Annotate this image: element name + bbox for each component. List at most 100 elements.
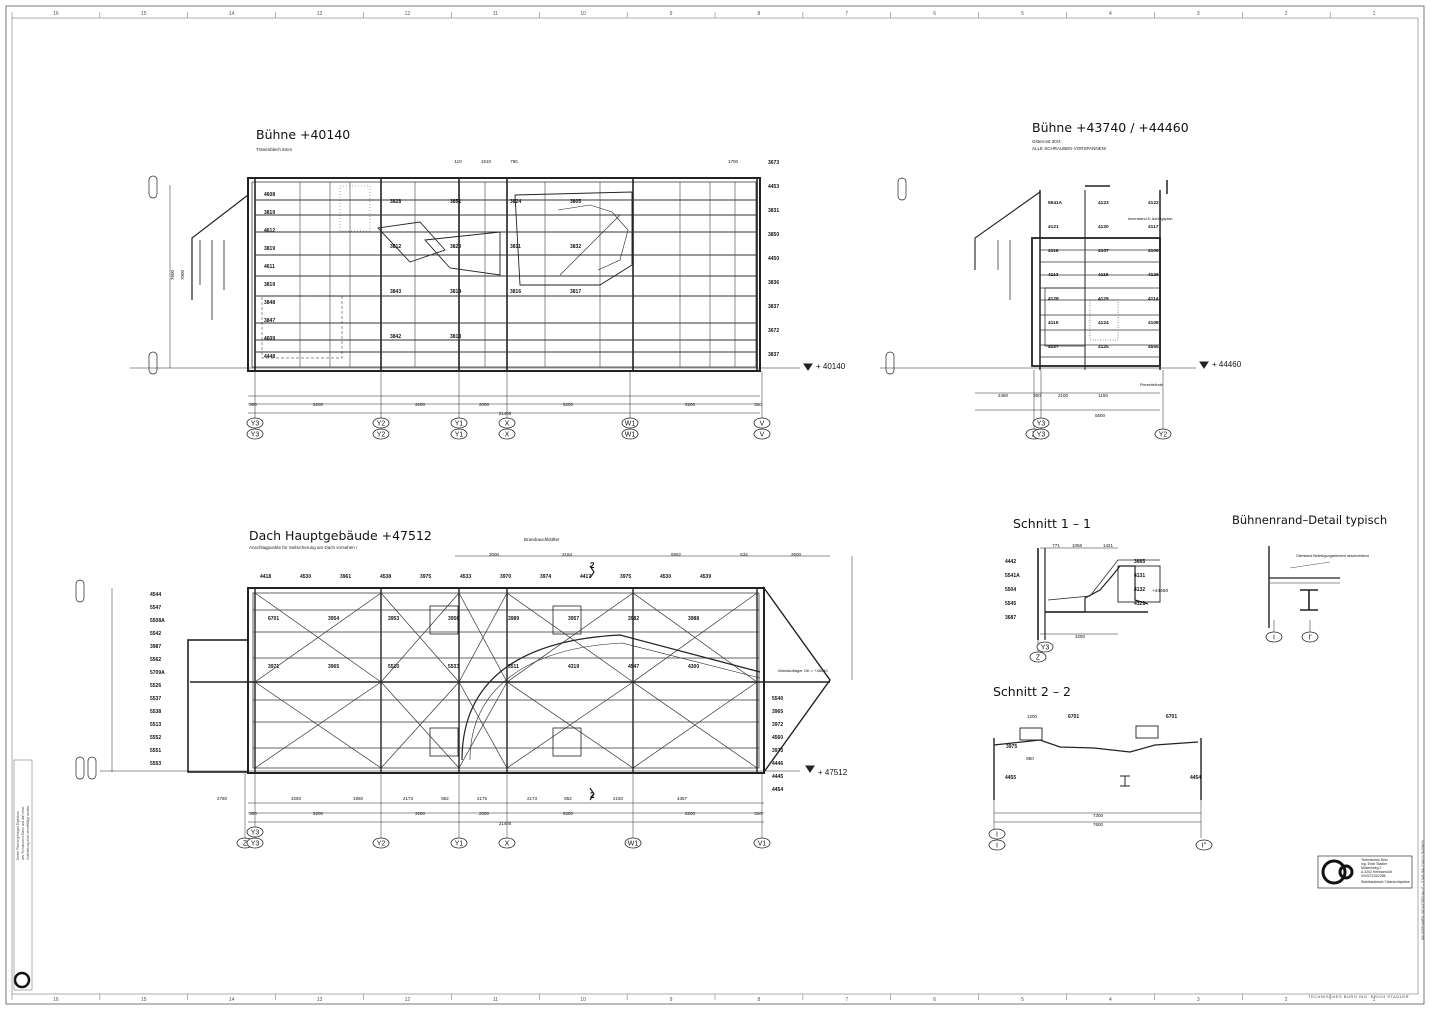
upper-cantilever bbox=[974, 191, 1041, 270]
upper-note: Innenwand 8. Aufzugsplan bbox=[1128, 217, 1173, 221]
member-tag: 3814 bbox=[450, 289, 461, 295]
stair-diagonal bbox=[559, 214, 621, 276]
detail-axis-label-left-bubble bbox=[1265, 631, 1283, 643]
roof-member-tag: 5513 bbox=[150, 722, 161, 728]
axis-label-v-bubble bbox=[753, 428, 771, 440]
s2-hood-left bbox=[1019, 727, 1043, 741]
upper-sub-dimension: 1150 bbox=[1098, 393, 1108, 398]
detail-note: Oberstand Befestigungselement abschneide… bbox=[1296, 554, 1369, 558]
roof-bottom-dimension: 3250 bbox=[291, 796, 302, 801]
roof-bottom-dimension: 2150 bbox=[613, 796, 624, 801]
s2-member-tag: 6701 bbox=[1068, 714, 1079, 720]
sub-dimension: 2000 bbox=[479, 402, 490, 407]
level-label-40140: + 40140 bbox=[816, 362, 846, 371]
s2-member-tag: 3975 bbox=[1006, 744, 1017, 750]
upper-sub-dimension: 2100 bbox=[1058, 393, 1069, 398]
view-title-schnitt-1: Schnitt 1 – 1 bbox=[1013, 516, 1092, 531]
upper-platform-beams bbox=[1040, 249, 1160, 358]
roof-annex-outline bbox=[187, 639, 249, 773]
roof-axis-leaders bbox=[244, 773, 763, 838]
s2-roof-profile bbox=[993, 739, 1199, 753]
roof-member-tag: 5542 bbox=[150, 631, 161, 637]
roof-brace bbox=[380, 681, 460, 769]
roof-member-tag: 4445 bbox=[772, 774, 783, 780]
roof-brace bbox=[254, 592, 382, 683]
axis-label-w1-bubble bbox=[621, 428, 639, 440]
section-mark-top bbox=[148, 175, 158, 199]
s1-member-tag: 3687 bbox=[1005, 615, 1016, 621]
member-tag: 4608 bbox=[264, 192, 275, 198]
monorail-curve bbox=[461, 634, 761, 761]
roof-axis-label-y3: Y3 bbox=[251, 841, 260, 848]
s2-axis-label-left-upper: I bbox=[996, 832, 998, 839]
roof-member-tag: 5551 bbox=[150, 748, 161, 754]
title-block-line-1: Technisches Büro bbox=[1361, 858, 1388, 862]
grid-label-bottom: 15 bbox=[141, 997, 147, 1003]
roof-bottom-dimension: 852 bbox=[564, 796, 572, 801]
roof-member-tag: 5547 bbox=[150, 605, 161, 611]
upper-axis-label-y2: Y2 bbox=[1159, 432, 1168, 439]
upper-member-tag: 4123 bbox=[1098, 200, 1109, 206]
roof-member-tag: 5533 bbox=[448, 664, 459, 670]
grid-label-bottom: 3 bbox=[1197, 997, 1200, 1003]
upper-member-tag: 4124 bbox=[1098, 320, 1109, 326]
upper-section-mark-top bbox=[897, 177, 907, 201]
upper-member-tag: 4119 bbox=[1098, 272, 1109, 278]
roof-member-tag: 4530 bbox=[660, 574, 671, 580]
vertical-dimension: 7000 bbox=[180, 269, 185, 280]
roof-axis-label-w1-bubble bbox=[624, 837, 642, 849]
roof-opening-2 bbox=[552, 605, 582, 635]
upper-member-tag: 4108 bbox=[1148, 320, 1159, 326]
roof-member-tag: 5540 bbox=[772, 696, 783, 702]
roof-sub-dimension: 2000 bbox=[479, 811, 490, 816]
member-tag: 3824 bbox=[510, 199, 521, 205]
s2-axis-label-left-bubble bbox=[988, 839, 1006, 851]
member-tag: 3817 bbox=[570, 289, 581, 295]
section-cut-mark-bottom bbox=[589, 787, 595, 801]
grid-label-top: 7 bbox=[845, 11, 848, 17]
view-schnitt-2 bbox=[993, 725, 1202, 838]
member-tag: 3811 bbox=[510, 244, 521, 250]
stair-opening-2 bbox=[424, 231, 501, 276]
axis-label-upper-y1: Y1 bbox=[455, 421, 464, 428]
roof-axis-label-y1-bubble bbox=[450, 837, 468, 849]
left-margin-note-1: Dieser Plan ist geistiges Eigentum bbox=[16, 811, 20, 860]
grid-label-bottom: 13 bbox=[317, 997, 323, 1003]
view-subtitle-dach: Anschlagpunkte für Seilsicherung am Dach… bbox=[249, 545, 358, 550]
member-tag: 3818 bbox=[450, 334, 461, 340]
section-cut-mark-top bbox=[589, 565, 595, 579]
section-mark-bottom bbox=[148, 351, 158, 375]
view-subtitle-buehne-43740-2: ALLE SCHRAUBEN VORSPANNEN! bbox=[1032, 146, 1107, 151]
left-margin-box bbox=[13, 759, 33, 991]
upper-sub-dimension: 2480 bbox=[998, 393, 1009, 398]
roof-bottom-dimension: 2780 bbox=[217, 796, 228, 801]
roof-brace bbox=[632, 681, 758, 769]
roof-sub-dimension: 310 bbox=[754, 811, 762, 816]
s1-stair-rail bbox=[1047, 559, 1160, 601]
roof-section-mark-bottom-label: 2 bbox=[590, 791, 595, 800]
sub-dimension: 5200 bbox=[563, 402, 574, 407]
sub-dimension: 300 bbox=[249, 402, 257, 407]
roof-member-tag: 3972 bbox=[772, 722, 783, 728]
axis-label-y1: Y1 bbox=[455, 432, 464, 439]
roof-member-tag: 5510 bbox=[388, 664, 399, 670]
vertical-dimension: 7600 bbox=[170, 269, 175, 280]
roof-axis-label-y3-upper-bubble bbox=[246, 826, 264, 838]
upper-member-tag: 4555 bbox=[1148, 344, 1159, 350]
member-tag: 3837 bbox=[768, 352, 779, 358]
member-tag: 3832 bbox=[570, 244, 581, 250]
axis-label-v: V bbox=[760, 432, 765, 439]
footer-office-name: TECHNISCHES BÜRO ING. ERICH STADLER bbox=[1308, 994, 1409, 999]
s2-dimension: 1200 bbox=[1027, 714, 1038, 719]
roof-member-tag: 3988 bbox=[688, 616, 699, 622]
company-logo-dot bbox=[1338, 864, 1354, 880]
roof-top-dimension: 3184 bbox=[562, 552, 573, 557]
axis-label-upper-v-bubble bbox=[753, 417, 771, 429]
roof-sub-dimension: 5200 bbox=[313, 811, 324, 816]
roof-member-tag: 3973 bbox=[772, 748, 783, 754]
grid-label-bottom: 9 bbox=[670, 997, 673, 1003]
roof-brace bbox=[458, 592, 508, 683]
roof-member-tag: 3965 bbox=[772, 709, 783, 715]
member-tag: 4609 bbox=[264, 336, 275, 342]
